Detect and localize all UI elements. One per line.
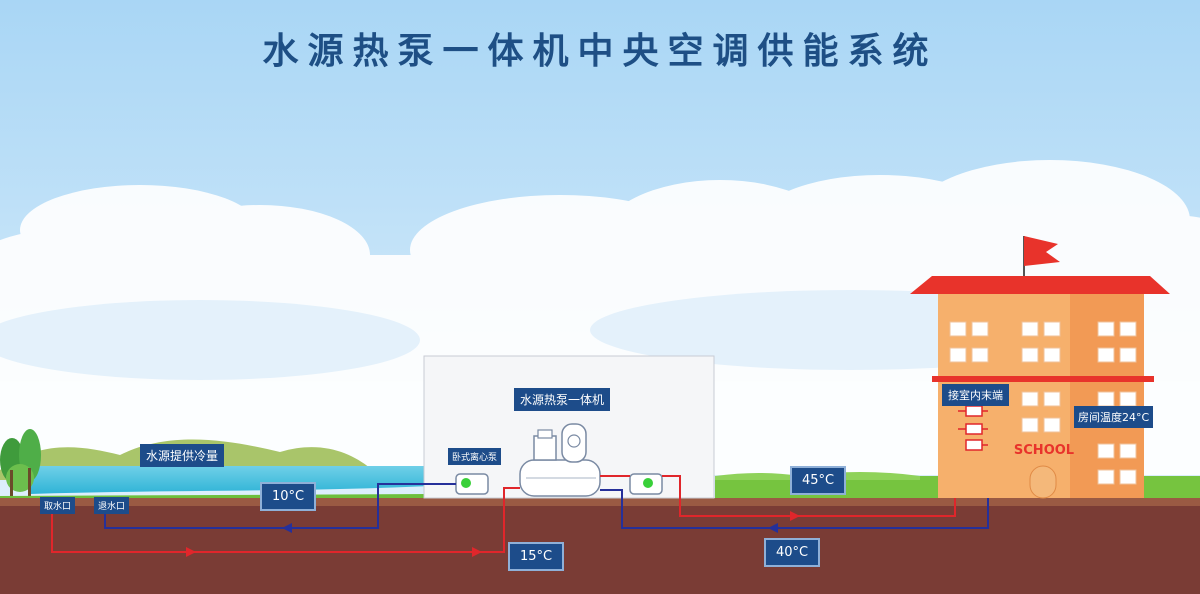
- temp-45-label: 45°C: [790, 466, 847, 495]
- intake-label: 取水口: [40, 497, 76, 514]
- pump-label: 卧式离心泵: [448, 448, 502, 465]
- temp-10-label: 10°C: [260, 482, 317, 511]
- temp-15-label: 15°C: [508, 542, 565, 571]
- lake: [30, 466, 430, 494]
- heat-pump-unit: [519, 423, 601, 497]
- school-sign: SCHOOL: [1014, 443, 1074, 458]
- water-source-label: 水源提供冷量: [140, 444, 225, 467]
- room-temp-label: 房间温度24°C: [1074, 406, 1154, 428]
- ground: [0, 506, 1200, 594]
- page-title: 水源热泵一体机中央空调供能系统: [262, 31, 938, 72]
- source-supply-pipe: [51, 487, 520, 553]
- indoor-terminal-units: [958, 405, 988, 451]
- source-return-pipe: [104, 483, 456, 529]
- arrow-left-cold: [768, 523, 778, 533]
- indoor-terminal-label: 接室内末端: [942, 384, 1009, 406]
- arrow-left-return: [282, 523, 292, 533]
- arrow-right-supply-2: [472, 547, 482, 557]
- arrow-right-supply: [186, 547, 196, 557]
- centrifugal-pump-left: [455, 473, 489, 495]
- centrifugal-pump-right: [629, 473, 663, 495]
- ground-surface: [0, 498, 1200, 508]
- trees: [0, 429, 41, 498]
- return-outlet-label: 退水口: [94, 497, 130, 514]
- unit-title-label: 水源热泵一体机: [514, 388, 611, 411]
- temp-40-label: 40°C: [764, 538, 821, 567]
- arrow-right-hot: [790, 511, 800, 521]
